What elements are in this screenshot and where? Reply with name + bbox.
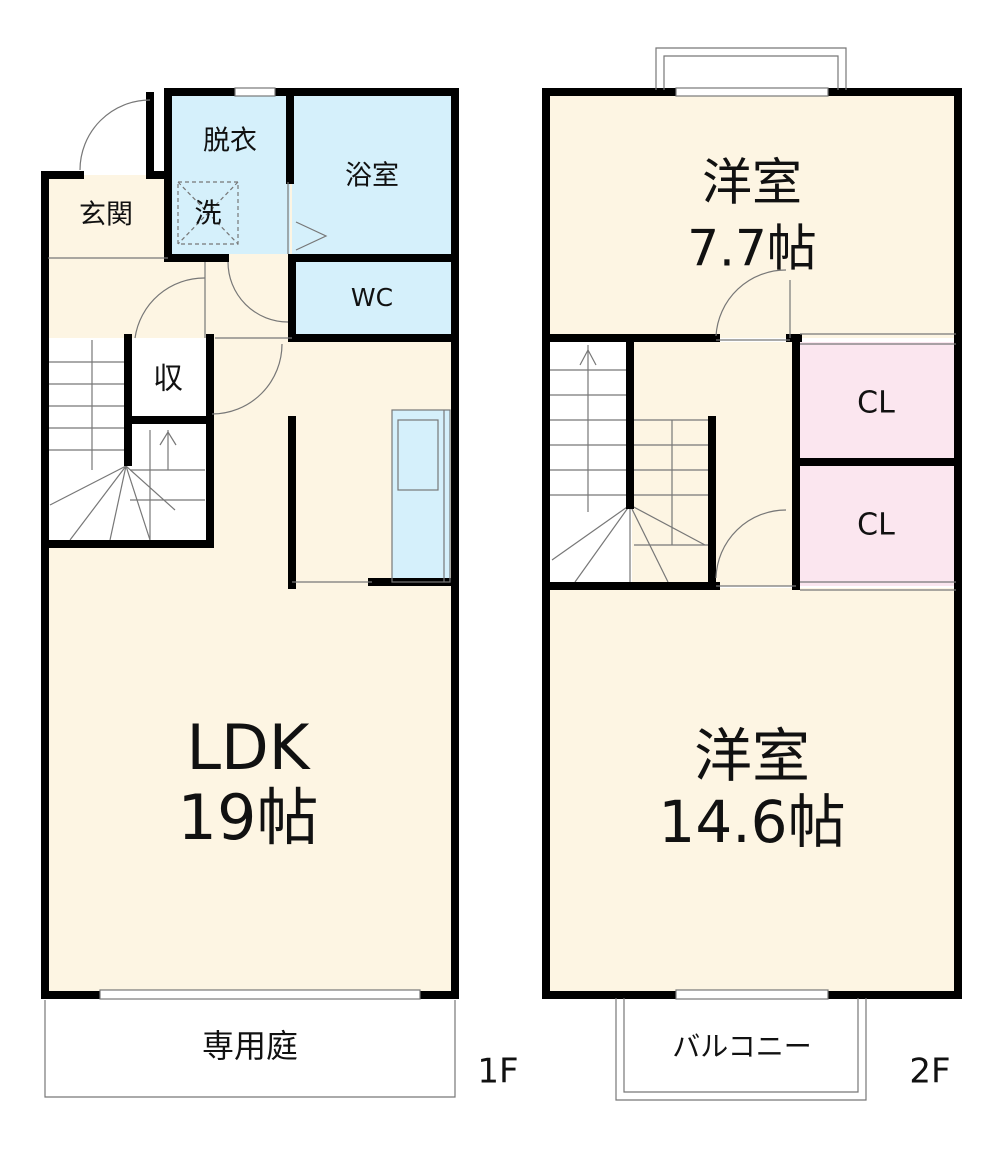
entrance-label: 玄関 — [79, 200, 133, 231]
balcony-label: バルコニー — [672, 1030, 811, 1063]
storage-label: 収 — [153, 362, 183, 397]
ldk-label: LDK — [187, 711, 311, 784]
thin-lines-1f — [44, 87, 456, 1098]
wc-floor — [292, 262, 455, 338]
closet-1-label: CL — [857, 386, 895, 421]
floor-2-label: 2F — [909, 1052, 950, 1092]
stairs-2f — [550, 345, 708, 583]
wc-label: WC — [351, 283, 393, 312]
ldk-size-label: 19帖 — [178, 781, 319, 854]
western-room-top-label: 洋室 — [702, 154, 802, 212]
western-room-bottom-label: 洋室 — [694, 722, 810, 790]
fridge-space — [392, 410, 450, 582]
closet-2-label: CL — [857, 508, 895, 543]
stair-floor-2f — [548, 342, 630, 586]
bath-floor — [292, 94, 455, 254]
bath-label: 浴室 — [345, 161, 399, 192]
dressing-label: 脱衣 — [203, 126, 257, 157]
stairs-1f — [48, 340, 205, 541]
floor-2: 洋室 7.7帖 CL CL 洋室 14.6帖 バルコニー 2F — [542, 47, 962, 1101]
closet-1-floor — [796, 342, 956, 460]
closet-2-floor — [796, 466, 956, 586]
dressing-floor — [168, 94, 290, 254]
floor-1: 玄関 脱衣 洗 浴室 WC 収 LDK 19帖 専用庭 1F — [41, 87, 519, 1098]
garden-label: 専用庭 — [202, 1027, 298, 1065]
floor-1-label: 1F — [477, 1052, 518, 1092]
western-room-top-size-label: 7.7帖 — [687, 220, 817, 278]
thin-lines-2f — [615, 47, 956, 1101]
western-room-bottom-size-label: 14.6帖 — [658, 788, 845, 856]
walls-2f — [542, 88, 962, 999]
western-room-top-floor — [548, 94, 956, 338]
western-room-bottom-floor — [548, 588, 956, 995]
washer-label: 洗 — [195, 199, 222, 230]
